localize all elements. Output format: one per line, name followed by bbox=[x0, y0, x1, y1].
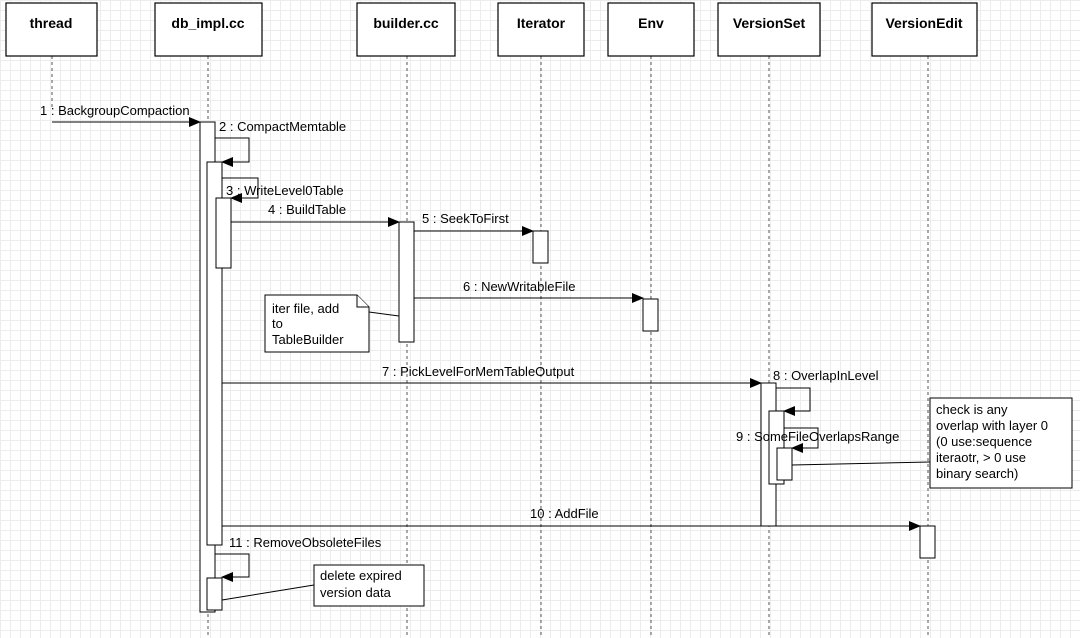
header-versionedit: VersionEdit bbox=[871, 2, 978, 57]
header-label-builder: builder.cc bbox=[373, 15, 439, 31]
header-iterator: Iterator bbox=[497, 2, 585, 57]
header-label-env: Env bbox=[638, 15, 664, 31]
note-line: iteraotr, > 0 use bbox=[936, 450, 1026, 465]
message-arrow-9 bbox=[784, 427, 819, 453]
message-label-6: 6 : NewWritableFile bbox=[463, 279, 575, 294]
header-label-versionedit: VersionEdit bbox=[885, 15, 962, 31]
notes: iter file, add to TableBuilder check is … bbox=[221, 294, 1073, 607]
note-connector bbox=[221, 584, 315, 601]
activation-builder bbox=[398, 221, 415, 343]
activation-versionedit bbox=[919, 525, 936, 559]
activation-env bbox=[642, 298, 659, 332]
note-connector bbox=[791, 461, 931, 466]
message-label-9: 9 : SomeFileOverlapsRange bbox=[736, 429, 899, 444]
message-arrow-2 bbox=[215, 137, 250, 167]
activation-iterator bbox=[532, 230, 549, 264]
message-label-5: 5 : SeekToFirst bbox=[422, 211, 509, 226]
note-line: overlap with layer 0 bbox=[936, 418, 1048, 433]
message-label-1: 1 : BackgroupCompaction bbox=[40, 103, 190, 118]
header-env: Env bbox=[607, 2, 695, 57]
note-line: TableBuilder bbox=[272, 332, 344, 347]
note-delete-expired: delete expired version data bbox=[221, 564, 425, 607]
note-connector bbox=[368, 311, 400, 317]
note-line: iter file, add bbox=[272, 301, 339, 316]
message-label-8: 8 : OverlapInLevel bbox=[773, 368, 879, 383]
message-arrow-3 bbox=[222, 177, 259, 203]
activation-versionset-somefile bbox=[776, 447, 793, 481]
activation-db-impl-remove bbox=[206, 577, 223, 611]
note-line: version data bbox=[320, 585, 392, 600]
header-db-impl: db_impl.cc bbox=[154, 2, 263, 57]
header-thread: thread bbox=[5, 2, 98, 57]
note-iter-file: iter file, add to TableBuilder bbox=[264, 294, 400, 353]
message-arrow-11 bbox=[215, 553, 250, 582]
messages: 1 : BackgroupCompaction 2 : CompactMemta… bbox=[40, 103, 921, 582]
message-label-11: 11 : RemoveObsoleteFiles bbox=[229, 535, 382, 550]
header-builder: builder.cc bbox=[356, 2, 456, 57]
lifelines bbox=[51, 56, 929, 636]
message-label-4: 4 : BuildTable bbox=[268, 202, 346, 217]
header-label-versionset: VersionSet bbox=[733, 15, 806, 31]
header-label-db-impl: db_impl.cc bbox=[171, 15, 244, 31]
lifeline-headers: thread db_impl.cc builder.cc Iterator En… bbox=[5, 2, 978, 57]
note-line: (0 use:sequence bbox=[936, 434, 1032, 449]
message-arrow-8 bbox=[776, 387, 811, 416]
activation-db-impl-write-level0 bbox=[215, 197, 232, 269]
header-versionset: VersionSet bbox=[717, 2, 821, 57]
note-line: delete expired bbox=[320, 568, 402, 583]
note-line: to bbox=[272, 316, 283, 331]
message-label-7: 7 : PickLevelForMemTableOutput bbox=[382, 364, 575, 379]
message-label-3: 3 : WriteLevel0Table bbox=[226, 183, 344, 198]
note-line: binary search) bbox=[936, 466, 1018, 481]
message-label-10: 10 : AddFile bbox=[530, 506, 599, 521]
note-line: check is any bbox=[936, 402, 1008, 417]
note-overlap-check: check is any overlap with layer 0 (0 use… bbox=[791, 397, 1073, 489]
message-label-2: 2 : CompactMemtable bbox=[219, 119, 346, 134]
header-label-iterator: Iterator bbox=[517, 15, 566, 31]
activations bbox=[199, 121, 936, 613]
header-label-thread: thread bbox=[30, 15, 73, 31]
